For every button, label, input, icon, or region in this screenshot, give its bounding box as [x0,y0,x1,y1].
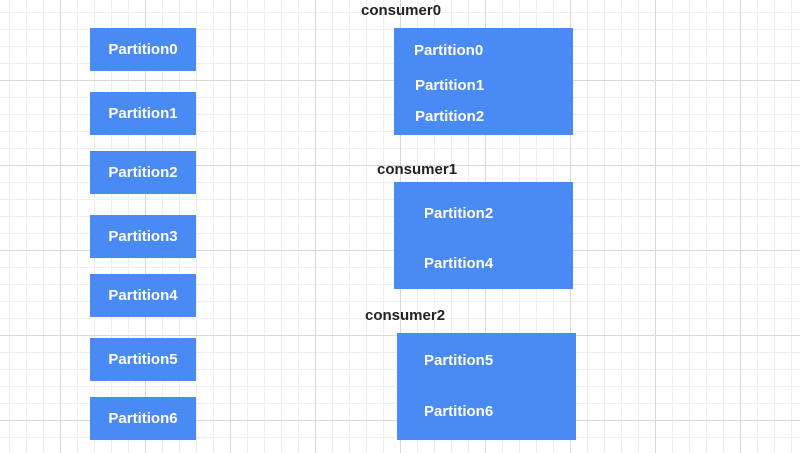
partition-box-6[interactable]: Partition6 [90,397,196,440]
consumer-partition-label: Partition0 [414,42,484,59]
consumer-group-0[interactable]: Partition0 Partition1 Partition2 [394,28,573,135]
partition-label: Partition2 [108,164,178,181]
partition-box-0[interactable]: Partition0 [90,28,196,71]
consumer-group-2[interactable]: Partition5 Partition6 [397,333,576,440]
consumer-partition-label: Partition2 [424,205,494,222]
partition-box-4[interactable]: Partition4 [90,274,196,317]
consumer-partition-label: Partition6 [424,403,494,420]
partition-label: Partition1 [108,105,178,122]
partition-label: Partition6 [108,410,178,427]
consumer-title-0: consumer0 [361,2,442,19]
consumer-title-1: consumer1 [377,161,458,178]
partition-label: Partition3 [108,228,178,245]
consumer-partition-label: Partition4 [424,255,494,272]
consumer-group-1[interactable]: Partition2 Partition4 [394,182,573,289]
consumer-partition-label: Partition1 [415,77,485,94]
consumer-partition-label: Partition5 [424,352,494,369]
partition-box-5[interactable]: Partition5 [90,338,196,381]
partition-box-2[interactable]: Partition2 [90,151,196,194]
partition-label: Partition5 [108,351,178,368]
partition-label: Partition4 [108,287,178,304]
partition-label: Partition0 [108,41,178,58]
partition-box-3[interactable]: Partition3 [90,215,196,258]
partition-box-1[interactable]: Partition1 [90,92,196,135]
consumer-title-2: consumer2 [365,307,446,324]
consumer-partition-label: Partition2 [415,108,485,125]
